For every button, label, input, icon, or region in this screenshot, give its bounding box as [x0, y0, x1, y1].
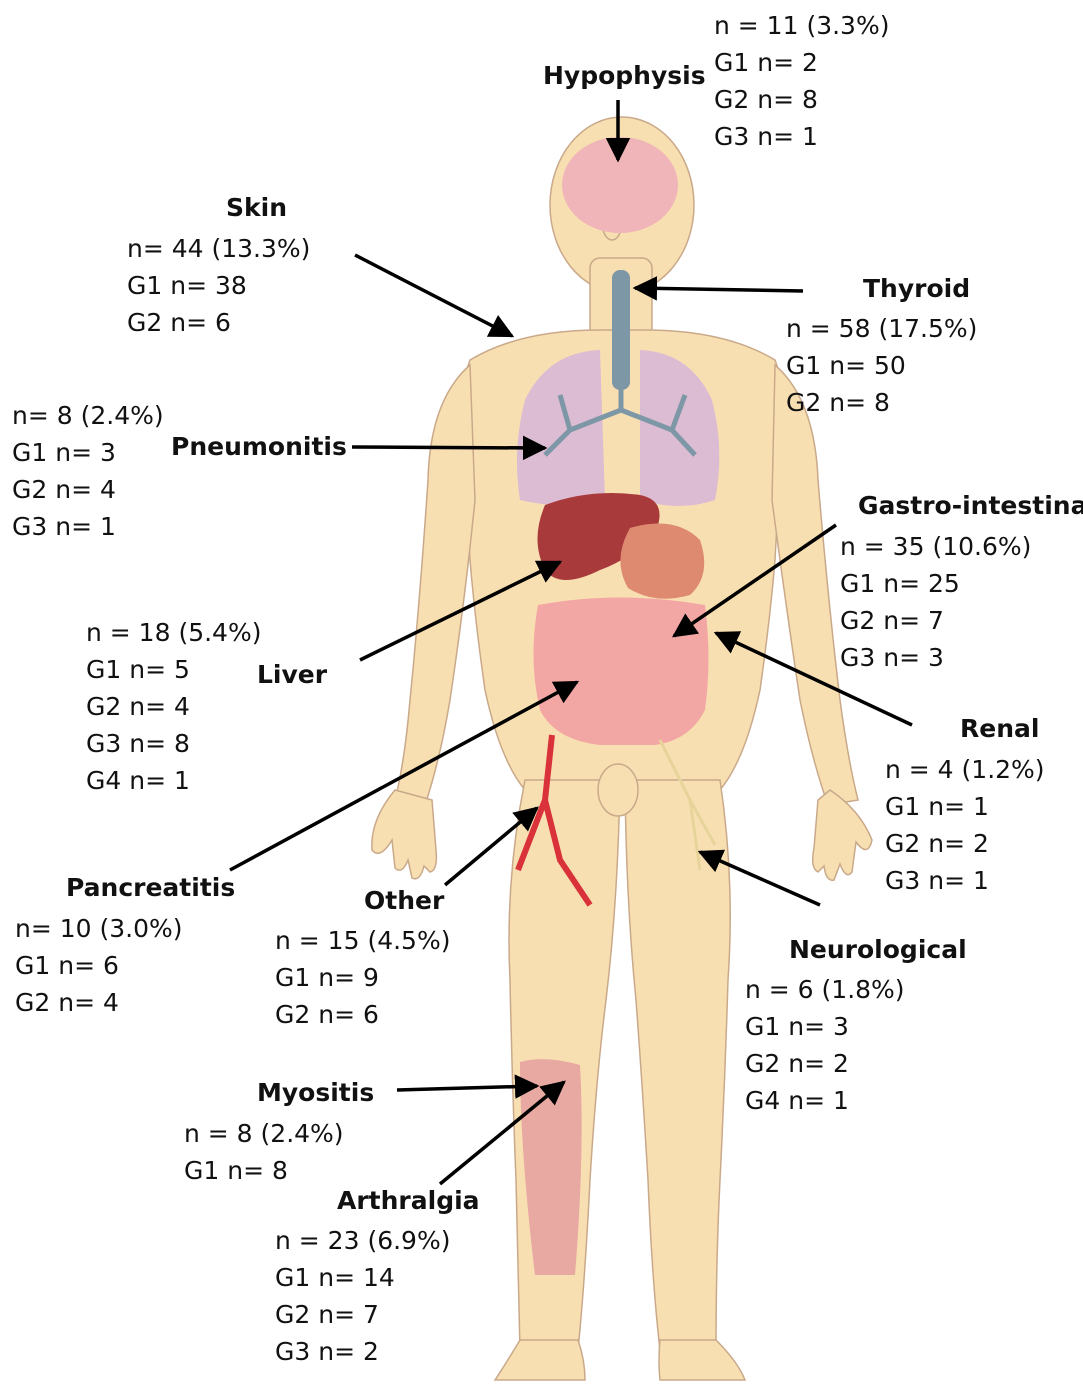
arthralgia-title: Arthralgia [337, 1182, 480, 1219]
pneumonitis-stats: n= 8 (2.4%) G1 n= 3 G2 n= 4 G3 n= 1 [12, 397, 164, 545]
liver-grade-1: G1 n= 5 [86, 651, 261, 688]
arthralgia-grade-2: G2 n= 7 [275, 1296, 450, 1333]
skin-title-text: Skin [226, 193, 287, 222]
intestine-shape [533, 598, 708, 746]
liver-title: Liver [257, 656, 327, 693]
pneumonitis-grade-2: G2 n= 4 [12, 471, 164, 508]
other-grade-1: G1 n= 9 [275, 959, 450, 996]
other-grade-2: G2 n= 6 [275, 996, 450, 1033]
hypophysis-grade-1: G1 n= 2 [714, 44, 889, 81]
gastro-title: Gastro-intestinal [858, 487, 1083, 524]
arrow-thyroid [635, 288, 803, 291]
skin-n: n= 44 (13.3%) [127, 230, 310, 267]
renal-n: n = 4 (1.2%) [885, 751, 1045, 788]
arrow-pneumonitis [352, 447, 545, 448]
hypophysis-n: n = 11 (3.3%) [714, 7, 889, 44]
liver-grade-2: G2 n= 4 [86, 688, 261, 725]
skin-stats: n= 44 (13.3%) G1 n= 38 G2 n= 6 [127, 230, 310, 341]
renal-title-text: Renal [960, 714, 1039, 743]
pneumonitis-n: n= 8 (2.4%) [12, 397, 164, 434]
hypophysis-stats: n = 11 (3.3%) G1 n= 2 G2 n= 8 G3 n= 1 [714, 7, 889, 155]
hypophysis-grade-2: G2 n= 8 [714, 81, 889, 118]
arrow-skin [355, 255, 512, 336]
neurological-n: n = 6 (1.8%) [745, 971, 905, 1008]
neurological-title: Neurological [789, 931, 967, 968]
renal-grade-1: G1 n= 1 [885, 788, 1045, 825]
myositis-stats: n = 8 (2.4%) G1 n= 8 [184, 1115, 344, 1189]
thyroid-stats: n = 58 (17.5%) G1 n= 50 G2 n= 8 [786, 310, 977, 421]
pancreatitis-title: Pancreatitis [66, 869, 235, 906]
neurological-grade-2: G2 n= 2 [745, 1045, 905, 1082]
renal-title: Renal [960, 710, 1039, 747]
neurological-title-text: Neurological [789, 935, 967, 964]
other-title: Other [364, 882, 444, 919]
hypophysis-title: Hypophysis [543, 57, 706, 94]
gastro-grade-3: G3 n= 3 [840, 639, 1031, 676]
thyroid-title-text: Thyroid [863, 274, 970, 303]
pneumonitis-grade-3: G3 n= 1 [12, 508, 164, 545]
other-stats: n = 15 (4.5%) G1 n= 9 G2 n= 6 [275, 922, 450, 1033]
gastro-grade-2: G2 n= 7 [840, 602, 1031, 639]
renal-grade-2: G2 n= 2 [885, 825, 1045, 862]
pancreatitis-n: n= 10 (3.0%) [15, 910, 183, 947]
other-n: n = 15 (4.5%) [275, 922, 450, 959]
gastro-n: n = 35 (10.6%) [840, 528, 1031, 565]
pancreatitis-grade-1: G1 n= 6 [15, 947, 183, 984]
gastro-title-text: Gastro-intestinal [858, 491, 1083, 520]
renal-grade-3: G3 n= 1 [885, 862, 1045, 899]
pancreatitis-stats: n= 10 (3.0%) G1 n= 6 G2 n= 4 [15, 910, 183, 1021]
pneumonitis-title-text: Pneumonitis [171, 432, 347, 461]
myositis-title: Myositis [257, 1074, 374, 1111]
neurological-stats: n = 6 (1.8%) G1 n= 3 G2 n= 2 G4 n= 1 [745, 971, 905, 1119]
hypophysis-title-text: Hypophysis [543, 61, 706, 90]
arthralgia-n: n = 23 (6.9%) [275, 1222, 450, 1259]
thyroid-title: Thyroid [863, 270, 970, 307]
neurological-grade-1: G1 n= 3 [745, 1008, 905, 1045]
pneumonitis-grade-1: G1 n= 3 [12, 434, 164, 471]
thyroid-grade-1: G1 n= 50 [786, 347, 977, 384]
liver-grade-4: G4 n= 1 [86, 762, 261, 799]
arthralgia-stats: n = 23 (6.9%) G1 n= 14 G2 n= 7 G3 n= 2 [275, 1222, 450, 1370]
liver-stats: n = 18 (5.4%) G1 n= 5 G2 n= 4 G3 n= 8 G4… [86, 614, 261, 799]
arthralgia-grade-3: G3 n= 2 [275, 1333, 450, 1370]
neurological-grade-4: G4 n= 1 [745, 1082, 905, 1119]
thyroid-n: n = 58 (17.5%) [786, 310, 977, 347]
trachea-shape [612, 270, 630, 390]
pneumonitis-title: Pneumonitis [171, 428, 347, 465]
liver-title-text: Liver [257, 660, 327, 689]
myositis-title-text: Myositis [257, 1078, 374, 1107]
other-title-text: Other [364, 886, 444, 915]
liver-grade-3: G3 n= 8 [86, 725, 261, 762]
arthralgia-title-text: Arthralgia [337, 1186, 480, 1215]
gastro-grade-1: G1 n= 25 [840, 565, 1031, 602]
arthralgia-grade-1: G1 n= 14 [275, 1259, 450, 1296]
thyroid-grade-2: G2 n= 8 [786, 384, 977, 421]
hypophysis-grade-3: G3 n= 1 [714, 118, 889, 155]
gastro-stats: n = 35 (10.6%) G1 n= 25 G2 n= 7 G3 n= 3 [840, 528, 1031, 676]
brain-shape [562, 137, 678, 233]
skin-grade-1: G1 n= 38 [127, 267, 310, 304]
liver-n: n = 18 (5.4%) [86, 614, 261, 651]
stomach-shape [620, 524, 704, 599]
skin-title: Skin [226, 189, 287, 226]
myositis-n: n = 8 (2.4%) [184, 1115, 344, 1152]
skin-grade-2: G2 n= 6 [127, 304, 310, 341]
myositis-grade-1: G1 n= 8 [184, 1152, 344, 1189]
renal-stats: n = 4 (1.2%) G1 n= 1 G2 n= 2 G3 n= 1 [885, 751, 1045, 899]
pancreatitis-title-text: Pancreatitis [66, 873, 235, 902]
pancreatitis-grade-2: G2 n= 4 [15, 984, 183, 1021]
